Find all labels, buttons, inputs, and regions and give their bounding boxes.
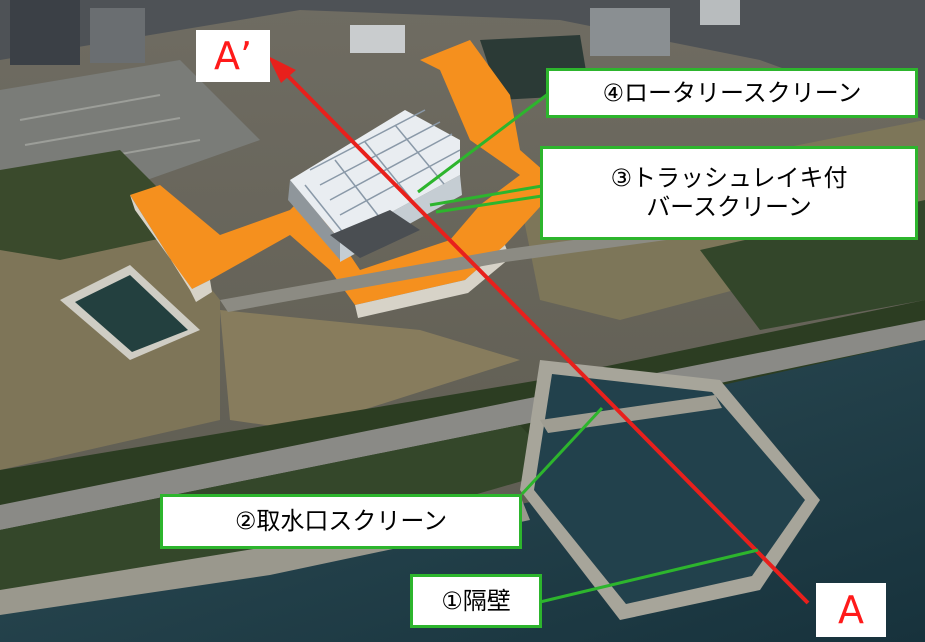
tank-left-water <box>75 275 188 352</box>
pump-house-highlight <box>130 40 560 305</box>
section-line-arrowhead <box>268 56 296 83</box>
callout-rotary-screen: ④ロータリースクリーン <box>546 68 918 118</box>
screen-house-side <box>288 180 340 260</box>
section-line <box>280 68 810 605</box>
leader-bar-screen-upper <box>429 184 543 207</box>
callout-partition-wall-text: ①隔壁 <box>441 586 511 615</box>
callout-bar-screen-line1: ③トラッシュレイキ付 <box>610 164 848 193</box>
endpoint-label-a-prime: A’ <box>196 30 270 82</box>
leader-lines <box>417 92 759 604</box>
intake-basin-water <box>534 374 805 604</box>
site-road <box>220 220 725 312</box>
leader-partition-wall <box>539 548 759 604</box>
partition-line <box>540 395 722 433</box>
endpoint-label-a: A <box>816 583 886 637</box>
grass-middle <box>220 310 520 430</box>
screen-house-equipment <box>330 210 420 258</box>
callout-partition-wall: ①隔壁 <box>410 574 542 628</box>
leader-bar-screen-lower <box>435 194 543 214</box>
screen-house-structure <box>304 109 461 236</box>
tree-belt-top <box>0 150 200 260</box>
leader-rotary-screen <box>417 92 549 194</box>
building-top-white <box>350 25 405 53</box>
building-top <box>90 8 145 63</box>
pump-house-wall2 <box>355 245 510 318</box>
pump-house-wall3 <box>190 280 212 302</box>
building-top-right <box>590 8 670 56</box>
city-block <box>0 0 925 120</box>
callout-bar-screen: ③トラッシュレイキ付 バースクリーン <box>540 146 918 240</box>
callout-intake-screen: ②取水口スクリーン <box>160 494 522 549</box>
building-top-right2 <box>700 0 740 25</box>
callout-bar-screen-line2: バースクリーン <box>646 193 812 221</box>
callout-rotary-screen-text: ④ロータリースクリーン <box>602 78 862 107</box>
callout-intake-screen-text: ②取水口スクリーン <box>234 507 448 536</box>
leader-intake-screen <box>520 406 604 496</box>
building-top-left <box>10 0 80 65</box>
coastal-road <box>0 320 925 530</box>
